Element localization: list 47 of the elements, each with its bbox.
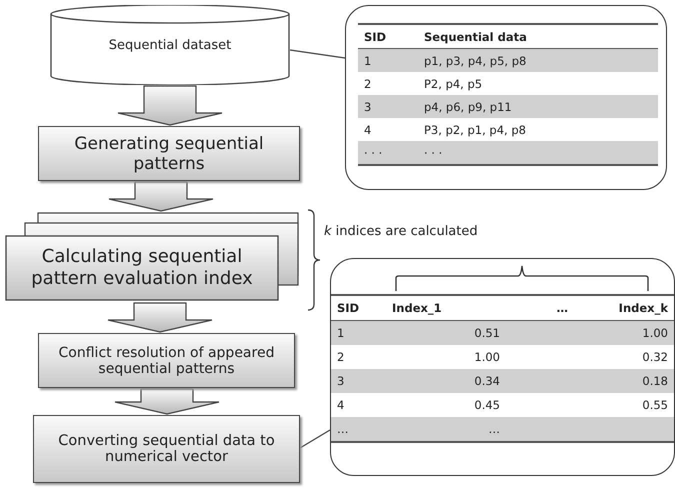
table-cell: … xyxy=(337,422,348,436)
block-arrow xyxy=(117,85,223,126)
callout-bubble xyxy=(330,258,675,476)
table-cell: p4, p6, p9, p11 xyxy=(424,100,512,114)
table-cell: 4 xyxy=(364,122,372,136)
block-arrow xyxy=(114,388,220,415)
table-cell: 0.34 xyxy=(474,374,500,388)
annotation-text: k indices are calculated xyxy=(324,224,478,239)
node-label: Sequential dataset xyxy=(108,38,232,52)
table-cell: 0.51 xyxy=(474,326,500,340)
node-label: Calculating sequential pattern evaluation index xyxy=(30,246,254,290)
table-cell: 1.00 xyxy=(474,350,500,364)
table-cell: 3 xyxy=(364,100,372,114)
node-label: Generating sequential patterns xyxy=(73,134,265,174)
process-box xyxy=(38,126,300,181)
block-arrow xyxy=(107,302,213,333)
table-header: Index_k xyxy=(618,301,668,315)
table-header: SID xyxy=(337,301,360,315)
leader-line xyxy=(290,49,346,59)
table-cell: 3 xyxy=(337,374,344,388)
leader-line xyxy=(300,429,330,449)
callout-bubble xyxy=(345,5,667,190)
table-cell: 1.00 xyxy=(642,326,668,340)
table-cell: · · · xyxy=(424,146,442,160)
table-header: SID xyxy=(364,30,386,44)
table-header: Sequential data xyxy=(424,30,527,44)
table-cell: 0.55 xyxy=(642,398,668,412)
table-cell: 0.32 xyxy=(642,350,668,364)
process-box xyxy=(38,333,295,388)
table-cell: 4 xyxy=(337,398,344,412)
table-cell: 0.18 xyxy=(642,374,668,388)
node-label: Converting sequential data to numerical vector xyxy=(57,433,276,465)
process-box xyxy=(33,415,300,483)
table-cell: … xyxy=(488,422,500,436)
table-cell: P2, p4, p5 xyxy=(424,76,482,90)
table-cell: 1 xyxy=(337,326,344,340)
table-cell: p1, p3, p4, p5, p8 xyxy=(424,54,526,68)
table-cell: 1 xyxy=(364,54,372,68)
table-cell: · · · xyxy=(364,146,382,160)
table-cell: 0.45 xyxy=(474,398,500,412)
table-cell: 2 xyxy=(364,76,372,90)
block-arrow xyxy=(108,181,214,212)
node-label: Conflict resolution of appeared sequential patterns xyxy=(58,344,276,376)
table-cell: P3, p2, p1, p4, p8 xyxy=(424,122,526,136)
table-header: … xyxy=(556,301,568,315)
table-cell: 2 xyxy=(337,350,344,364)
table-header: Index_1 xyxy=(392,301,442,315)
